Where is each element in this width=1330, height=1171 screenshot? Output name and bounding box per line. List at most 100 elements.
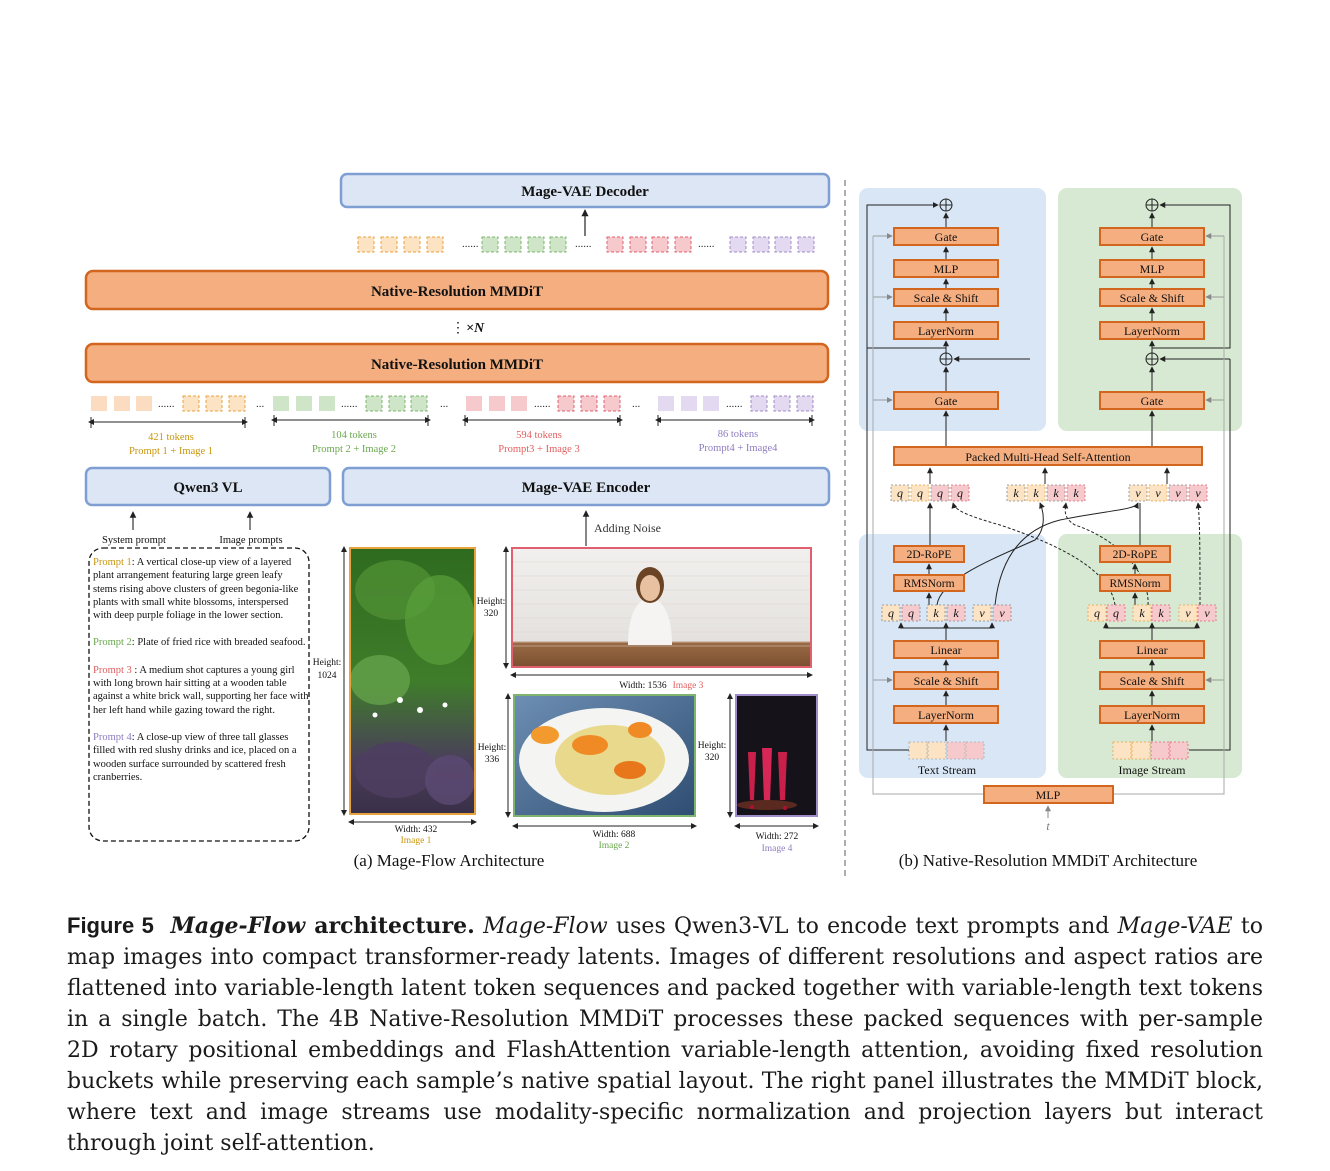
mmdit-bottom-label: Native-Resolution MMDiT (371, 357, 543, 373)
k-token: k (1013, 486, 1019, 500)
img1-height: 1024 (318, 671, 337, 681)
image-scale-shift-1: Scale & Shift (1120, 291, 1185, 305)
output-token-row: ...... ...... ...... (357, 236, 815, 253)
img2-height: 336 (485, 755, 500, 765)
k-token: k (1053, 486, 1059, 500)
caption-model-name: Mage-Flow (483, 914, 608, 939)
svg-text:...: ... (440, 398, 449, 410)
prompt-2: Prompt 2: Plate of fried rice with bread… (93, 637, 306, 649)
svg-text:...: ... (256, 398, 265, 410)
attention-block (893, 446, 1203, 466)
img4-name: Image 4 (762, 844, 793, 854)
v-token: v (999, 606, 1005, 620)
img1-height-label: Height: (313, 658, 342, 668)
vae-decoder-label: Mage-VAE Decoder (521, 184, 649, 200)
img3-height-label: Height: (477, 597, 506, 607)
system-prompt-label: System prompt (102, 535, 166, 546)
repeat-label: ×N (466, 321, 485, 336)
img4-width: Width: 272 (756, 832, 799, 842)
left-panel: Mage-VAE Decoder ...... ...... ...... Na… (84, 172, 831, 870)
subcaption-a: (a) Mage-Flow Architecture (354, 851, 545, 870)
q-token: q (937, 486, 943, 500)
text-mlp: MLP (934, 262, 959, 276)
img2-width: Width: 688 (593, 830, 636, 840)
subcaption-b: (b) Native-Resolution MMDiT Architecture (899, 851, 1198, 870)
q-token: q (917, 486, 923, 500)
svg-text:......: ...... (534, 398, 551, 410)
img3-name: Image 3 (673, 681, 704, 691)
token-label-3: Prompt3 + Image 3 (498, 444, 579, 455)
svg-text:......: ...... (698, 238, 715, 250)
architecture-figure: Mage-VAE Decoder ...... ...... ...... Na… (84, 172, 1242, 876)
text-rmsnorm: RMSNorm (903, 578, 954, 590)
q-token: q (1094, 606, 1100, 620)
image-linear: Linear (1136, 643, 1167, 657)
image-layernorm-1: LayerNorm (1124, 324, 1181, 338)
image-2-fried-rice (513, 694, 696, 817)
token-count-3: 594 tokens (516, 430, 562, 441)
text-gate-1: Gate (935, 230, 958, 244)
image-layernorm-2: LayerNorm (1124, 708, 1181, 722)
v-token: v (1135, 486, 1141, 500)
v-token: v (979, 606, 985, 620)
adding-noise-label: Adding Noise (594, 521, 661, 535)
caption-text-1: uses Qwen3-VL to encode text prompts and (607, 914, 1118, 939)
text-gate-2: Gate (935, 394, 958, 408)
prompt-3: Prompt 3 : A medium shot captures a youn… (93, 664, 309, 716)
k-token: k (933, 606, 939, 620)
svg-text:⋮: ⋮ (451, 321, 465, 336)
token-count-1: 421 tokens (148, 432, 194, 443)
image-prompts-label: Image prompts (219, 535, 282, 546)
token-count-4: 86 tokens (718, 429, 759, 440)
image-mlp: MLP (1140, 262, 1165, 276)
q-token: q (897, 486, 903, 500)
text-upper-blocks: Gate MLP Scale & Shift LayerNorm Gate (866, 198, 1030, 447)
token-label-1: Prompt 1 + Image 1 (129, 446, 213, 457)
q-token: q (888, 606, 894, 620)
caption-title-rest: architecture. (305, 913, 475, 939)
image-scale-shift-2: Scale & Shift (1120, 674, 1185, 688)
text-stream-upper-bg (859, 188, 1046, 431)
prompt-1: Prompt 1: A vertical close-up view of a … (93, 557, 299, 622)
img1-name: Image 1 (401, 836, 432, 846)
image-upper-blocks: Gate MLP Scale & Shift LayerNorm Gate (1099, 198, 1231, 447)
image-stream-label: Image Stream (1119, 763, 1187, 777)
q-token: q (908, 606, 914, 620)
img2-name: Image 2 (599, 841, 630, 851)
svg-text:......: ...... (158, 398, 175, 410)
img4-height: 320 (705, 753, 720, 763)
svg-text:......: ...... (462, 238, 479, 250)
mmdit-top-label: Native-Resolution MMDiT (371, 284, 543, 300)
prompt-list: Prompt 1: A vertical close-up view of a … (93, 556, 309, 784)
mmdit-block-bottom (84, 342, 830, 384)
img3-height: 320 (484, 609, 499, 619)
image-4-drinks (735, 694, 818, 817)
svg-text:......: ...... (575, 238, 592, 250)
image-gate-2: Gate (1141, 394, 1164, 408)
v-token: v (1195, 486, 1201, 500)
vae-decoder-box (339, 172, 831, 209)
caption-text-2: to map images into compact transformer-r… (67, 914, 1263, 1156)
v-token: v (1204, 606, 1210, 620)
image-gate-1: Gate (1141, 230, 1164, 244)
img2-height-label: Height: (478, 743, 507, 753)
text-stream-label: Text Stream (918, 763, 977, 777)
text-layernorm-2: LayerNorm (918, 708, 975, 722)
k-token: k (1073, 486, 1079, 500)
right-panel: Gate MLP Scale & Shift LayerNorm Gate (859, 188, 1242, 870)
vae-encoder-box (341, 466, 831, 507)
k-token: k (1158, 606, 1164, 620)
image-1-plants (349, 547, 476, 815)
figure-caption: Figure 5 Mage-Flow architecture. Mage-Fl… (67, 910, 1263, 1159)
k-token: k (1033, 486, 1039, 500)
vae-encoder-label: Mage-VAE Encoder (522, 480, 651, 496)
conditioning-mlp (983, 785, 1114, 804)
text-rope: 2D-RoPE (907, 549, 952, 561)
q-token: q (957, 486, 963, 500)
svg-text:...: ... (632, 398, 641, 410)
text-scale-shift-1: Scale & Shift (914, 291, 979, 305)
caption-vae-name: Mage-VAE (1117, 914, 1233, 939)
